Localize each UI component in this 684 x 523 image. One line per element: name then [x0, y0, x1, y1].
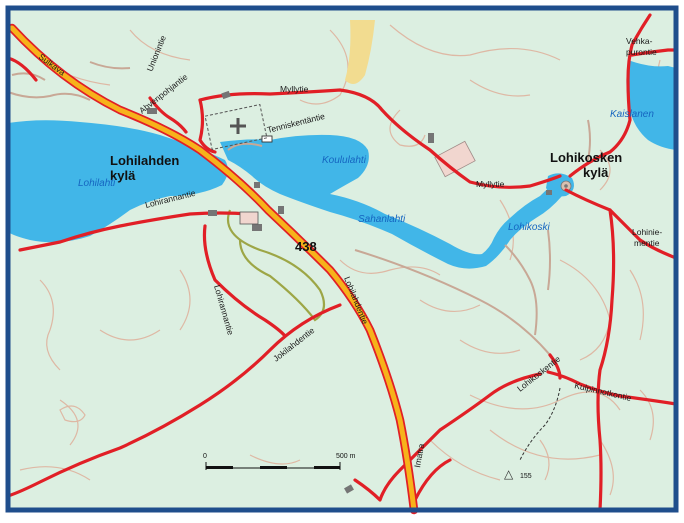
village-lohikoski-line1: Lohikosken	[550, 150, 622, 165]
elevation-value: 155	[520, 473, 532, 480]
scale-start-label: 0	[203, 453, 207, 460]
road-label-vehkapuro-1: Vehka-	[626, 36, 653, 46]
water-label-kaislanen: Kaislanen	[610, 109, 654, 120]
church-cross-icon	[230, 118, 246, 134]
ski-trail	[227, 209, 326, 322]
building-7	[546, 190, 552, 195]
road-label-lohiniemi-2: mentie	[634, 238, 660, 248]
elevation-triangle-icon: △	[504, 467, 514, 481]
road-south	[413, 458, 452, 502]
road-north	[568, 13, 652, 178]
lake-koululahti	[220, 134, 564, 269]
road-lohiniemi	[564, 188, 678, 260]
village-lohilahti-line2: kylä	[110, 168, 136, 183]
water-bodies	[8, 60, 676, 269]
highway-438	[9, 25, 417, 513]
building-9	[252, 224, 262, 231]
water-label-sahanlahti: Sahanlahti	[358, 214, 406, 225]
scale-bar-segment-3	[260, 466, 287, 469]
road-myllytie	[198, 88, 562, 189]
land-area	[8, 8, 676, 510]
building-block	[434, 140, 476, 178]
village-lohikoski-line2: kylä	[583, 165, 609, 180]
building-4	[278, 206, 284, 214]
road-label-vehkapuro-2: purontie	[626, 47, 657, 57]
road-label-lohiniemi-1: Lohinie-	[632, 227, 662, 237]
pond	[232, 149, 252, 163]
building-small-white	[261, 135, 273, 143]
village-lohilahti-line1: Lohilahden	[110, 153, 179, 168]
roads	[6, 13, 678, 512]
building-3	[254, 182, 260, 188]
road-unionintie	[148, 96, 188, 134]
building-school	[239, 211, 259, 225]
road-junction	[548, 353, 562, 380]
lake-lohilahti	[8, 120, 228, 243]
scale-bar-segment-5	[314, 466, 340, 469]
water-label-koululahti: Koululahti	[322, 155, 367, 166]
lake-kaislanen	[626, 60, 676, 150]
building-2	[221, 90, 231, 100]
road-vehkapuro	[630, 48, 678, 57]
road-kulpinnotkontie	[546, 370, 678, 406]
scale-end-label: 500 m	[336, 453, 356, 460]
road-label-myllytie-mid: Myllytie	[476, 179, 505, 189]
road-lohikoskentie	[353, 372, 542, 502]
rapids-mark-dot	[564, 184, 568, 188]
map-border	[5, 5, 679, 513]
road-label-imatra: Imatra	[412, 443, 426, 469]
road-yard	[198, 98, 217, 154]
buildings	[147, 90, 552, 494]
building-5	[208, 210, 217, 216]
water-label-lohilahti: Lohilahti	[78, 178, 116, 189]
building-8	[344, 484, 354, 494]
scale-bar	[205, 462, 341, 470]
road-label-myllytie-top: Myllytie	[280, 84, 309, 94]
sand-field	[345, 20, 375, 84]
road-east	[596, 208, 616, 512]
building-1	[147, 108, 157, 114]
water-label-lohikoski: Lohikoski	[508, 222, 550, 233]
cemetery-outline	[204, 103, 268, 151]
route-number-label: 438	[295, 239, 317, 254]
road-lohirannantie	[18, 211, 252, 252]
road-lohirannantie-south	[202, 224, 287, 338]
scale-bar-segment-1	[206, 466, 233, 469]
road-jokilahdentie	[6, 303, 342, 498]
building-6	[428, 133, 434, 143]
footpath	[519, 387, 561, 461]
